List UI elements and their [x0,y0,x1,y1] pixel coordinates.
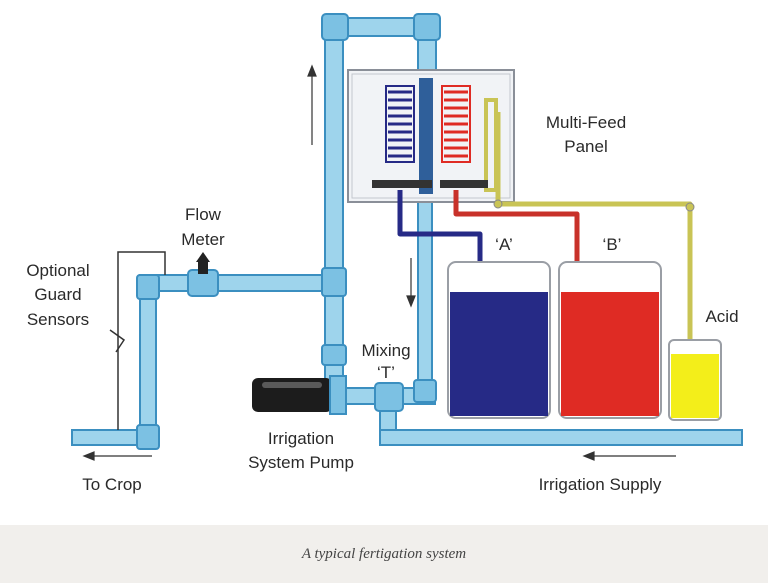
label-mixing-t: ‘T’ [377,363,395,382]
label-tank-a: ‘A’ [495,235,513,254]
pipe-fittings [136,13,441,450]
injector-a [385,85,415,163]
irrigation-pump [252,375,347,415]
multi-feed-panel [347,69,515,203]
fertigation-diagram: Multi-Feed Panel Flow Meter Optional Gua… [26,13,743,494]
label-flow: Flow [185,205,222,224]
flow-arrows [82,64,676,461]
label-to-crop: To Crop [82,475,142,494]
label-acid: Acid [705,307,738,326]
label-multi-feed: Multi-Feed [546,113,626,132]
label-sensors: Sensors [27,310,89,329]
label-meter: Meter [181,230,225,249]
tank-b [558,261,662,419]
label-optional: Optional [26,261,89,280]
figure-caption: A typical fertigation system [301,545,467,562]
label-panel: Panel [564,137,607,156]
caption-bar: A typical fertigation system [0,525,768,583]
label-guard: Guard [34,285,81,304]
guard-sensor [109,251,166,430]
acid-tank [668,339,722,421]
label-irrigation-supply: Irrigation Supply [539,475,662,494]
label-mixing: Mixing [361,341,410,360]
label-system-pump: System Pump [248,453,354,472]
label-irrigation: Irrigation [268,429,334,448]
tank-a [447,261,551,419]
label-tank-b: ‘B’ [603,235,622,254]
flow-meter [187,252,219,297]
injector-b [441,85,471,163]
